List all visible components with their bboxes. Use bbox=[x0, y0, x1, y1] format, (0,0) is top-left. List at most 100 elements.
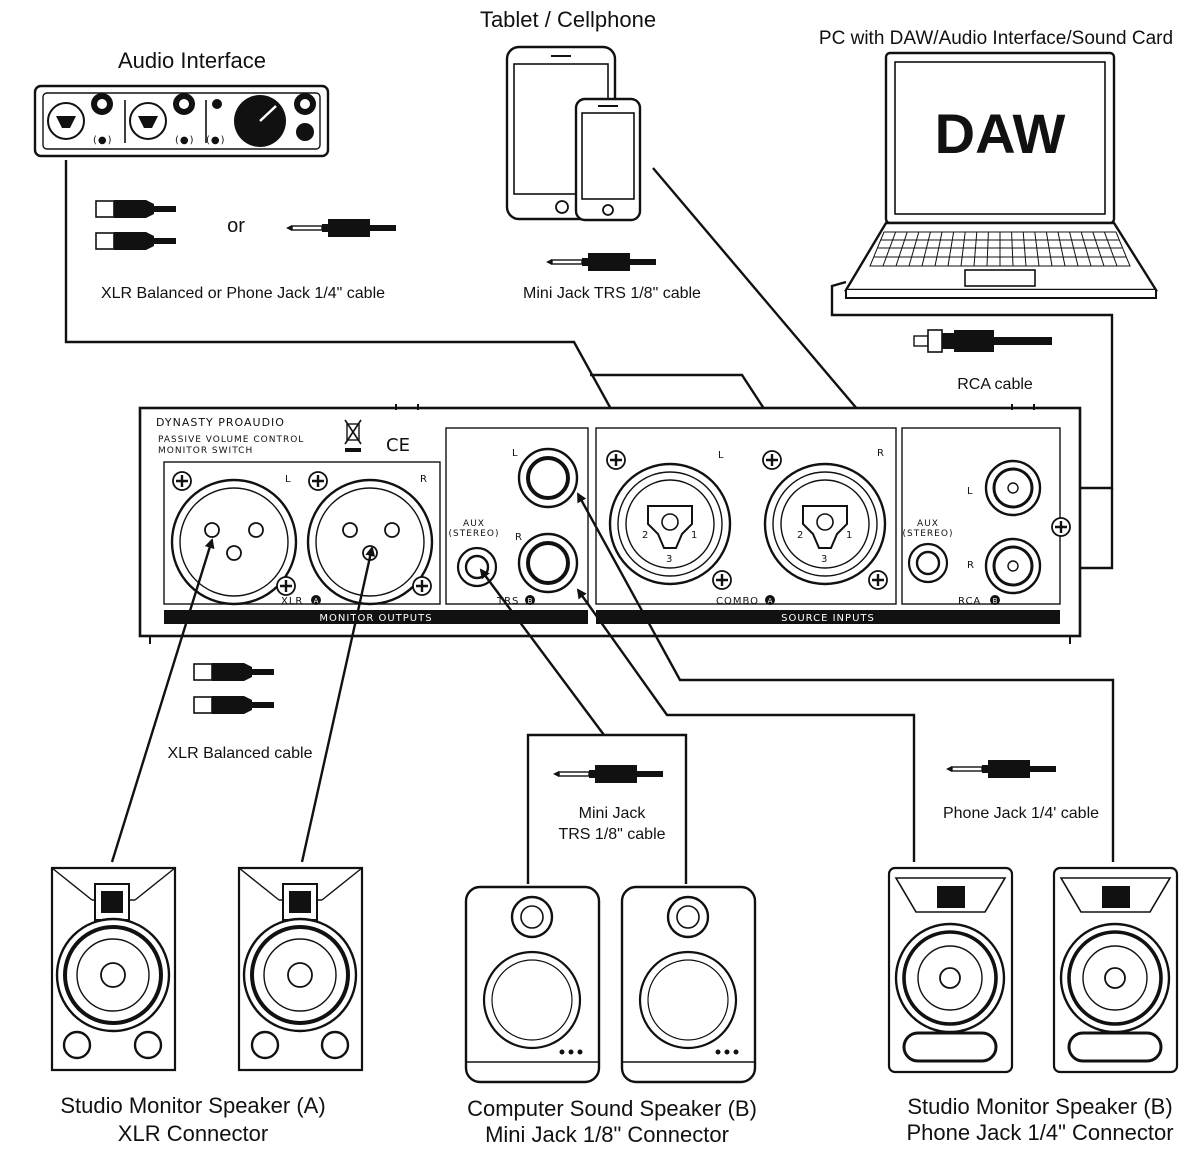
keyboard-key-divider bbox=[1022, 231, 1027, 267]
combo-left-pin2: 2 bbox=[642, 530, 649, 541]
aux-output-jack[interactable] bbox=[456, 546, 498, 588]
xlr-balanced-cable-icon bbox=[193, 662, 275, 715]
model-line1: PASSIVE VOLUME CONTROL bbox=[158, 435, 304, 445]
computer-speaker-right bbox=[620, 885, 757, 1084]
rca-label: RCA bbox=[958, 596, 981, 607]
ce-mark: CE bbox=[386, 435, 410, 456]
laptop-device: DAW bbox=[843, 51, 1159, 299]
combo-input-right[interactable] bbox=[763, 462, 887, 586]
combo-l-label: L bbox=[718, 450, 725, 461]
tablet-label: Tablet / Cellphone bbox=[480, 7, 656, 32]
computer-speaker-caption-line2: Mini Jack 1/8" Connector bbox=[485, 1122, 729, 1147]
rca-input-right[interactable] bbox=[984, 537, 1042, 595]
trs-label: TRS bbox=[496, 596, 519, 607]
badge-a-combo: A bbox=[765, 595, 775, 605]
source-inputs-label: SOURCE INPUTS bbox=[781, 613, 875, 624]
xlr-cable-icon bbox=[95, 199, 177, 251]
trs-output-left[interactable] bbox=[517, 447, 579, 509]
combo-left-pin3: 3 bbox=[666, 554, 673, 565]
keyboard-key-divider bbox=[921, 231, 931, 267]
cellphone-device bbox=[574, 97, 642, 222]
aux-in-line2: (STEREO) bbox=[903, 529, 954, 539]
interface-meter-3: (●) bbox=[206, 135, 226, 146]
badge-b-rca: B bbox=[990, 595, 1000, 605]
xlr-balanced-cable-label: XLR Balanced cable bbox=[168, 745, 313, 762]
weee-icon bbox=[344, 419, 362, 452]
trs-l-label: L bbox=[512, 448, 519, 459]
phone-jack-cable-icon bbox=[285, 218, 397, 238]
badge-b-trs: B bbox=[525, 595, 535, 605]
or-label: or bbox=[227, 215, 245, 237]
audio-interface-label: Audio Interface bbox=[118, 48, 266, 73]
keyboard-key-divider bbox=[908, 231, 920, 267]
trs-r-label: R bbox=[515, 532, 523, 543]
combo-r-label: R bbox=[877, 448, 885, 459]
studio-monitor-a-right bbox=[237, 866, 364, 1072]
combo-right-pin1: 1 bbox=[846, 530, 853, 541]
audio-interface-device: (●) (●) (●) bbox=[33, 84, 330, 158]
phone-jack-cable-icon-bottom bbox=[945, 759, 1057, 779]
keyboard-key-divider bbox=[934, 231, 943, 267]
phone-jack-cable-label: Phone Jack 1/4' cable bbox=[943, 805, 1099, 822]
keyboard-key-divider bbox=[1080, 231, 1092, 267]
monitor-switch-panel: DYNASTY PROAUDIO PASSIVE VOLUME CONTROL … bbox=[138, 404, 1082, 644]
aux-input-jack[interactable] bbox=[907, 542, 949, 584]
combo-right-pin2: 2 bbox=[797, 530, 804, 541]
pc-label: PC with DAW/Audio Interface/Sound Card bbox=[819, 28, 1173, 49]
keyboard-key-divider bbox=[882, 231, 897, 267]
xlr-or-jack-cable-label: XLR Balanced or Phone Jack 1/4" cable bbox=[101, 285, 385, 302]
badge-a-xlr: A bbox=[311, 595, 321, 605]
studio-monitor-b-right bbox=[1052, 866, 1179, 1074]
computer-speaker-caption-line1: Computer Sound Speaker (B) bbox=[467, 1096, 757, 1121]
speaker-b-caption-line2: Phone Jack 1/4" Connector bbox=[906, 1120, 1173, 1145]
svg-text:B: B bbox=[993, 597, 998, 605]
keyboard-key-divider bbox=[1057, 231, 1066, 267]
mini-jack-cable-label-line2: TRS 1/8" cable bbox=[558, 826, 665, 843]
speaker-a-caption-line1: Studio Monitor Speaker (A) bbox=[60, 1093, 325, 1118]
keyboard-key-divider bbox=[960, 231, 966, 267]
trs-output-right[interactable] bbox=[517, 532, 579, 594]
xlr-l-label: L bbox=[285, 474, 292, 485]
computer-speaker-left bbox=[464, 885, 601, 1084]
svg-text:A: A bbox=[314, 597, 319, 605]
mini-jack-cable-label-top: Mini Jack TRS 1/8" cable bbox=[523, 285, 701, 302]
xlr-r-label: R bbox=[420, 474, 428, 485]
keyboard-key-divider bbox=[973, 231, 978, 267]
monitor-outputs-label: MONITOR OUTPUTS bbox=[319, 613, 432, 624]
brand-label: DYNASTY PROAUDIO bbox=[156, 416, 285, 429]
rca-l-label: L bbox=[967, 486, 974, 497]
interface-meter-1: (●) bbox=[93, 135, 113, 146]
combo-left-pin1: 1 bbox=[691, 530, 698, 541]
combo-label: COMBO bbox=[716, 596, 759, 607]
interface-meter-2: (●) bbox=[175, 135, 195, 146]
rca-input-left[interactable] bbox=[984, 459, 1042, 517]
rca-cable-label: RCA cable bbox=[957, 376, 1033, 393]
combo-right-pin3: 3 bbox=[821, 554, 828, 565]
keyboard-key-divider bbox=[1103, 231, 1118, 267]
mini-jack-cable-icon-bottom bbox=[552, 764, 664, 784]
keyboard-key-divider bbox=[1011, 231, 1014, 267]
combo-input-left[interactable] bbox=[608, 462, 732, 586]
studio-monitor-a-left bbox=[50, 866, 177, 1072]
keyboard-key-divider bbox=[1092, 231, 1105, 267]
aux-in-line1: AUX bbox=[917, 519, 939, 529]
rca-r-label: R bbox=[967, 560, 975, 571]
mini-jack-cable-icon-top bbox=[545, 252, 657, 272]
studio-monitor-b-left bbox=[887, 866, 1014, 1074]
aux-out-line2: (STEREO) bbox=[449, 529, 500, 539]
keyboard-key-divider bbox=[895, 231, 908, 267]
model-line2: MONITOR SWITCH bbox=[158, 446, 253, 456]
aux-out-line1: AUX bbox=[463, 519, 485, 529]
rca-cable-icon bbox=[913, 329, 1052, 353]
keyboard-key-divider bbox=[1045, 231, 1053, 267]
keyboard-key-divider bbox=[947, 231, 955, 267]
daw-screen-label: DAW bbox=[935, 102, 1066, 165]
keyboard-key-divider bbox=[986, 231, 989, 267]
speaker-b-caption-line1: Studio Monitor Speaker (B) bbox=[907, 1094, 1172, 1119]
svg-text:A: A bbox=[768, 597, 773, 605]
keyboard-key-divider bbox=[1069, 231, 1079, 267]
mini-jack-cable-label-line1: Mini Jack bbox=[579, 805, 647, 822]
connection-lines-lower bbox=[110, 492, 1115, 884]
